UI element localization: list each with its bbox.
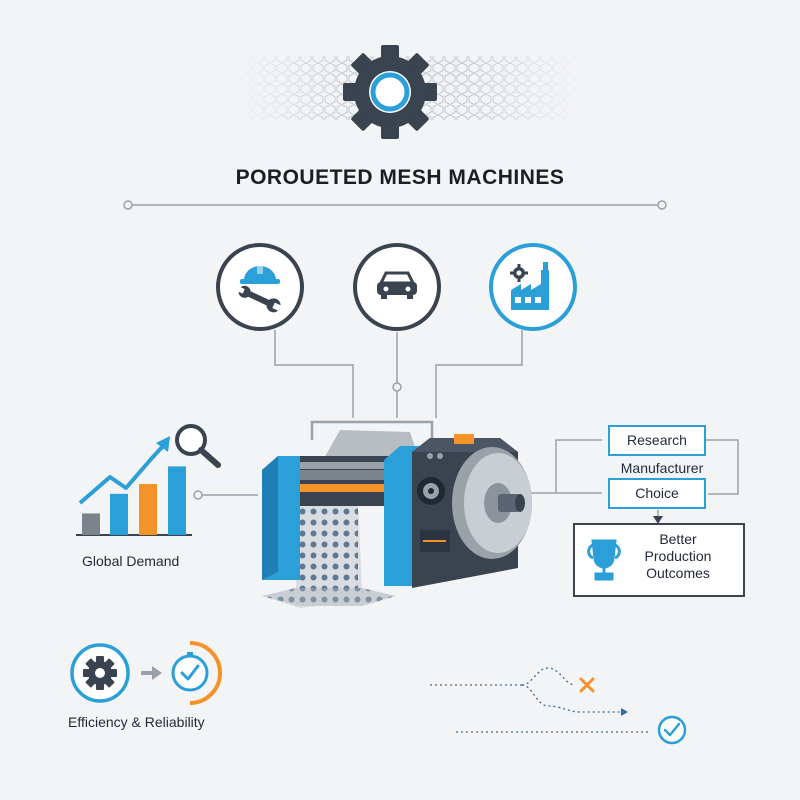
title-divider <box>123 200 667 210</box>
magnifier-icon <box>175 424 221 468</box>
trophy-icon <box>587 539 621 581</box>
chart-bar <box>168 466 186 535</box>
factory-icon <box>489 243 577 331</box>
outcome-line: Outcomes <box>646 565 710 581</box>
car-icon <box>353 243 441 331</box>
worker-wrench-icon <box>216 243 304 331</box>
mesh-machine-illustration <box>262 420 532 608</box>
decision-path <box>430 667 650 733</box>
chart-bar <box>82 513 100 535</box>
gear-icon <box>343 45 437 139</box>
manufacturer-label: Manufacturer <box>620 460 704 476</box>
choice-box: Choice <box>608 478 706 509</box>
choice-label: Choice <box>635 485 679 501</box>
efficiency-reliability-label: Efficiency & Reliability <box>68 714 205 730</box>
connector-node <box>193 490 203 500</box>
outcome-line: Production <box>644 548 712 564</box>
arrow-down-icon <box>653 516 663 524</box>
path-arrow-icon <box>621 708 628 716</box>
page-title: POROUETED MESH MACHINES <box>235 166 565 189</box>
connector-lines <box>200 330 602 496</box>
connector-node <box>392 382 402 392</box>
outcome-text: Better Production Outcomes <box>626 531 730 582</box>
arrow-right-icon <box>141 666 162 680</box>
growth-chart <box>76 436 192 536</box>
check-icon <box>657 715 687 745</box>
efficiency-gear-icon <box>70 643 130 703</box>
outcome-line: Better <box>659 531 697 547</box>
chart-bar <box>139 484 157 535</box>
clock-check-icon <box>171 641 222 705</box>
cross-icon <box>579 677 595 693</box>
research-label: Research <box>627 432 687 448</box>
chart-bar <box>110 493 128 535</box>
research-box: Research <box>608 425 706 456</box>
global-demand-label: Global Demand <box>82 553 180 569</box>
